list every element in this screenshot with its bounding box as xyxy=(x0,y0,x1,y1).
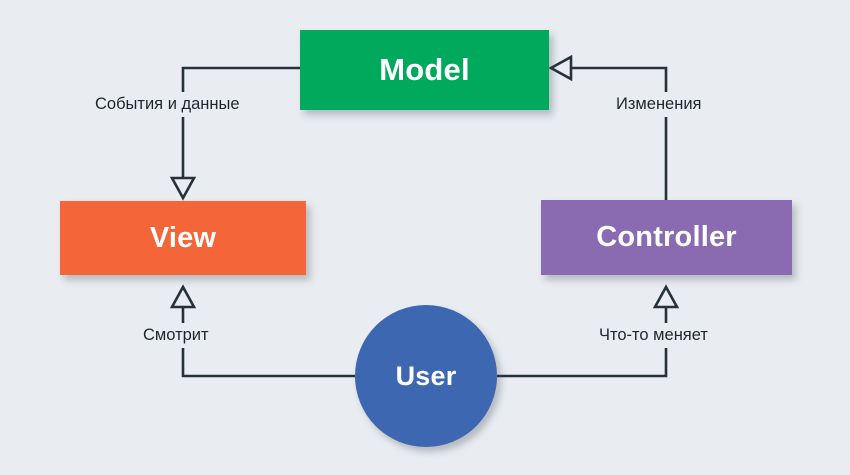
node-model[interactable]: Model xyxy=(300,30,549,110)
node-view[interactable]: View xyxy=(60,201,306,275)
arrowhead-into-controller-bottom xyxy=(652,284,680,309)
edge-label-user-to-view: Смотрит xyxy=(136,323,216,348)
node-controller[interactable]: Controller xyxy=(541,200,792,275)
edge-label-model-to-view: События и данные xyxy=(88,92,247,117)
node-view-label: View xyxy=(149,221,217,254)
node-model-label: Model xyxy=(379,52,470,87)
node-controller-label: Controller xyxy=(596,221,737,253)
edge-controller-to-model-line xyxy=(563,66,668,200)
node-user-label: User xyxy=(395,360,457,391)
arrowhead-into-view-bottom xyxy=(169,284,197,309)
edge-label-controller-to-model: Изменения xyxy=(609,92,709,117)
edge-label-user-to-controller: Что-то меняет xyxy=(592,323,715,348)
arrowhead-into-model-right xyxy=(548,54,573,82)
arrowhead-into-view-top xyxy=(169,176,197,201)
node-user[interactable]: User xyxy=(355,305,497,447)
edge-model-to-view-line xyxy=(181,66,300,186)
